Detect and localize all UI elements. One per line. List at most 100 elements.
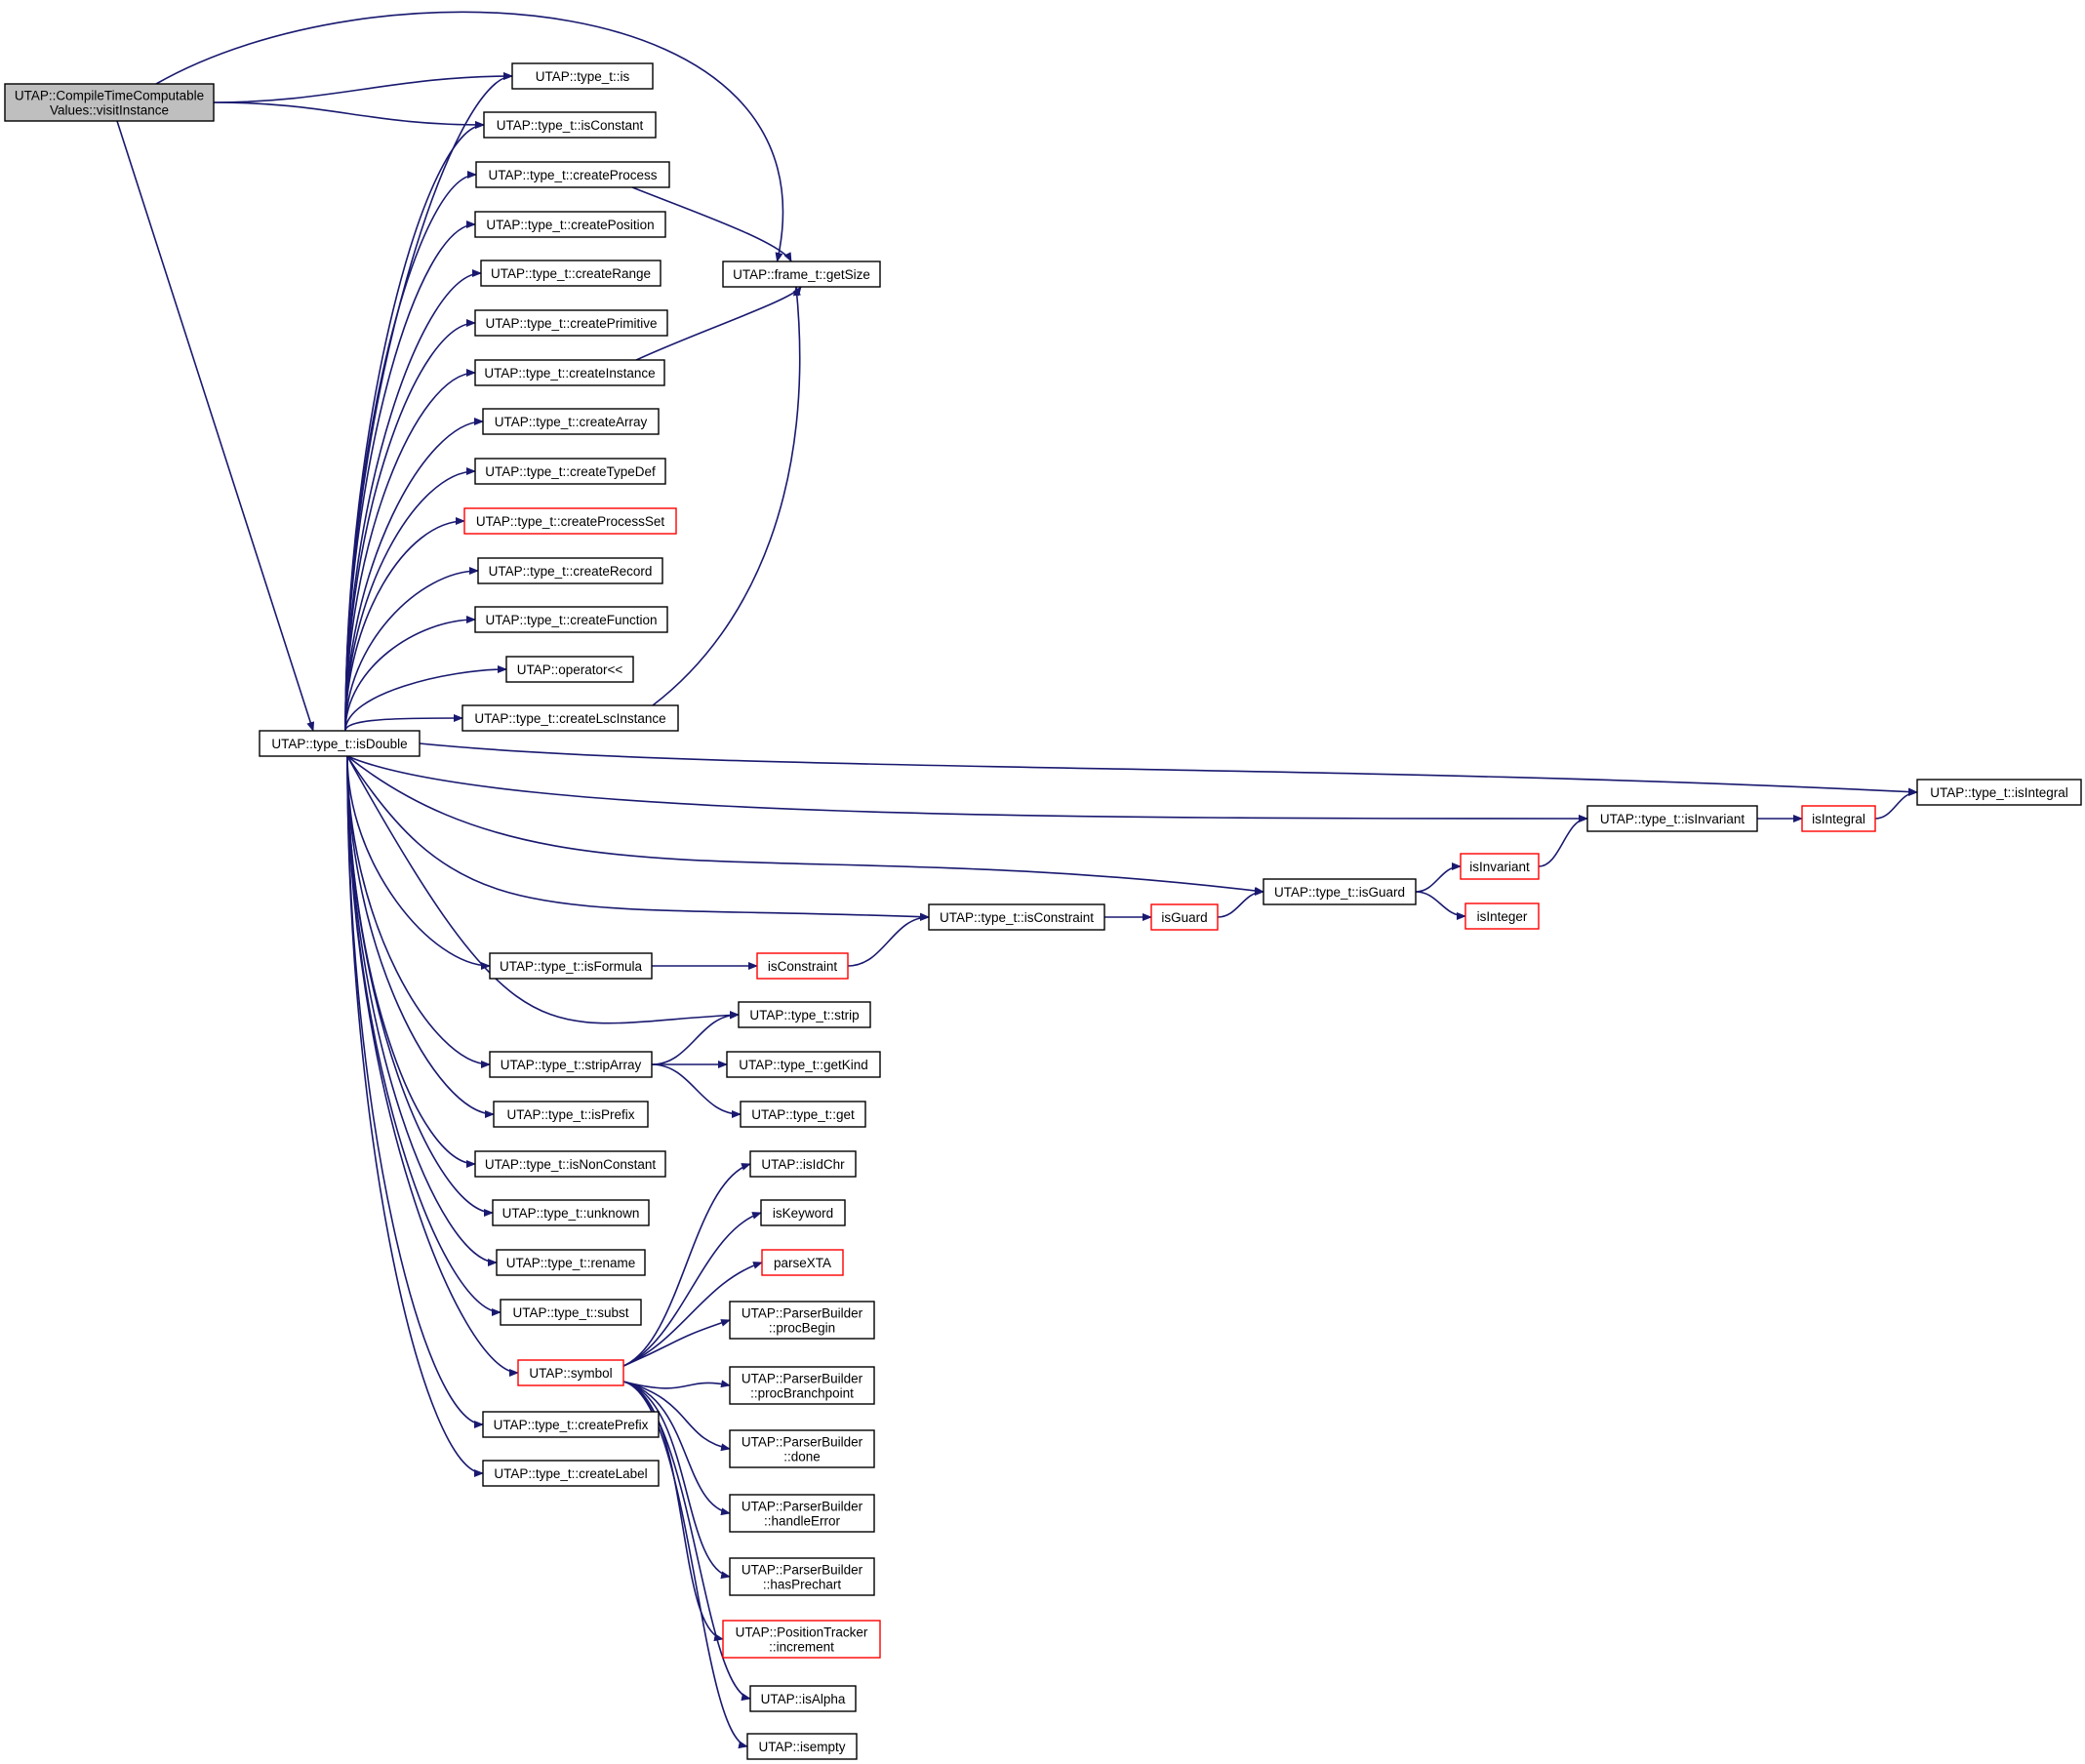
node-box[interactable] [928,903,1105,931]
node-unknown[interactable]: UTAP::type_t::unknown [492,1199,650,1226]
node-box[interactable] [1460,853,1540,880]
node-getSize[interactable]: UTAP::frame_t::getSize [722,261,881,288]
node-box[interactable] [475,161,670,188]
node-get[interactable]: UTAP::type_t::get [740,1101,866,1128]
node-createArray[interactable]: UTAP::type_t::createArray [482,408,660,435]
node-procBegin[interactable]: UTAP::ParserBuilder::procBegin [729,1301,875,1340]
node-box[interactable] [511,62,654,90]
node-isPrefix[interactable]: UTAP::type_t::isPrefix [493,1101,649,1128]
node-isIntegerR[interactable]: isInteger [1464,902,1540,930]
node-hasPrechart[interactable]: UTAP::ParserBuilder::hasPrechart [729,1557,875,1596]
node-createRecord[interactable]: UTAP::type_t::createRecord [477,557,663,584]
node-isAlpha[interactable]: UTAP::isAlpha [749,1685,857,1712]
node-createProcessSet[interactable]: UTAP::type_t::createProcessSet [463,507,677,535]
node-box[interactable] [477,557,663,584]
node-box[interactable] [463,507,677,535]
node-is[interactable]: UTAP::type_t::is [511,62,654,90]
node-handleError[interactable]: UTAP::ParserBuilder::handleError [729,1494,875,1533]
node-box[interactable] [483,111,657,139]
node-box[interactable] [722,1620,881,1659]
node-box[interactable] [729,1366,875,1405]
node-rename[interactable]: UTAP::type_t::rename [496,1249,646,1276]
node-box[interactable] [760,1199,846,1226]
node-box[interactable] [1586,805,1758,832]
node-box[interactable] [729,1429,875,1468]
node-createPosition[interactable]: UTAP::type_t::createPosition [474,211,666,238]
node-procBranchpoint[interactable]: UTAP::ParserBuilder::procBranchpoint [729,1366,875,1405]
node-done[interactable]: UTAP::ParserBuilder::done [729,1429,875,1468]
node-isInvariant[interactable]: UTAP::type_t::isInvariant [1586,805,1758,832]
node-box[interactable] [474,458,666,485]
node-box[interactable] [259,730,421,757]
node-createRange[interactable]: UTAP::type_t::createRange [480,260,662,287]
node-isIntegralR[interactable]: isIntegral [1801,805,1876,832]
node-stripArray[interactable]: UTAP::type_t::stripArray [489,1051,653,1078]
node-box[interactable] [500,1299,642,1326]
node-box[interactable] [474,1150,666,1178]
node-box[interactable] [722,261,881,288]
node-isNonConstant[interactable]: UTAP::type_t::isNonConstant [474,1150,666,1178]
node-isFormula[interactable]: UTAP::type_t::isFormula [489,952,653,980]
node-box[interactable] [505,656,634,683]
node-createTypeDef[interactable]: UTAP::type_t::createTypeDef [474,458,666,485]
node-isempty[interactable]: UTAP::isempty [746,1733,858,1760]
node-isConstraint[interactable]: UTAP::type_t::isConstraint [928,903,1105,931]
node-isKeyword[interactable]: isKeyword [760,1199,846,1226]
node-createProcess[interactable]: UTAP::type_t::createProcess [475,161,670,188]
node-box[interactable] [756,952,849,980]
node-isConstant[interactable]: UTAP::type_t::isConstant [483,111,657,139]
node-box[interactable] [1464,902,1540,930]
node-box[interactable] [746,1733,858,1760]
node-box[interactable] [482,1460,660,1487]
node-createFunction[interactable]: UTAP::type_t::createFunction [474,606,668,633]
node-isIdChr[interactable]: UTAP::isIdChr [749,1150,857,1178]
node-box[interactable] [749,1150,857,1178]
node-box[interactable] [738,1001,871,1028]
node-isInvariantR[interactable]: isInvariant [1460,853,1540,880]
node-operatorShl[interactable]: UTAP::operator<< [505,656,634,683]
node-isGuard[interactable]: UTAP::type_t::isGuard [1263,878,1417,905]
node-box[interactable] [474,359,665,386]
node-box[interactable] [480,260,662,287]
node-getKind[interactable]: UTAP::type_t::getKind [726,1051,881,1078]
node-box[interactable] [749,1685,857,1712]
node-box[interactable] [489,1051,653,1078]
node-box[interactable] [482,1411,660,1438]
node-box[interactable] [1150,903,1219,931]
node-root[interactable]: UTAP::CompileTimeComputableValues::visit… [4,83,215,122]
node-symbol[interactable]: UTAP::symbol [517,1359,624,1386]
node-box[interactable] [4,83,215,122]
node-isGuardR[interactable]: isGuard [1150,903,1219,931]
node-createPrimitive[interactable]: UTAP::type_t::createPrimitive [474,309,668,337]
node-box[interactable] [1916,779,2082,806]
node-box[interactable] [729,1557,875,1596]
node-createLabel[interactable]: UTAP::type_t::createLabel [482,1460,660,1487]
node-box[interactable] [492,1199,650,1226]
node-box[interactable] [496,1249,646,1276]
node-box[interactable] [482,408,660,435]
node-createPrefix[interactable]: UTAP::type_t::createPrefix [482,1411,660,1438]
node-createInstance[interactable]: UTAP::type_t::createInstance [474,359,665,386]
node-box[interactable] [1263,878,1417,905]
node-box[interactable] [729,1301,875,1340]
node-box[interactable] [461,704,679,732]
node-box[interactable] [517,1359,624,1386]
node-box[interactable] [1801,805,1876,832]
node-isDouble[interactable]: UTAP::type_t::isDouble [259,730,421,757]
node-parseXTA[interactable]: parseXTA [761,1249,844,1276]
node-box[interactable] [493,1101,649,1128]
node-subst[interactable]: UTAP::type_t::subst [500,1299,642,1326]
node-strip[interactable]: UTAP::type_t::strip [738,1001,871,1028]
node-isIntegral[interactable]: UTAP::type_t::isIntegral [1916,779,2082,806]
node-box[interactable] [474,211,666,238]
node-box[interactable] [474,309,668,337]
node-box[interactable] [726,1051,881,1078]
node-increment[interactable]: UTAP::PositionTracker::increment [722,1620,881,1659]
node-box[interactable] [761,1249,844,1276]
node-box[interactable] [729,1494,875,1533]
node-createLscInstance[interactable]: UTAP::type_t::createLscInstance [461,704,679,732]
node-box[interactable] [474,606,668,633]
node-box[interactable] [489,952,653,980]
node-box[interactable] [740,1101,866,1128]
node-isConstraintR[interactable]: isConstraint [756,952,849,980]
